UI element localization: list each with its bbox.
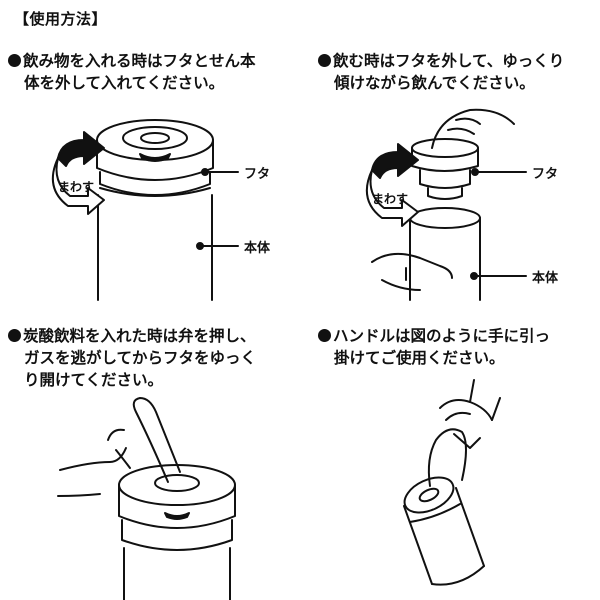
fig3-hand-illustration: [57, 397, 181, 497]
fig2-hand-bottom-illustration: [371, 252, 453, 291]
fig2-lid-label: フタ: [532, 167, 559, 182]
step-2-text: 飲む時はフタを外して、ゆっくり 傾けながら飲んでください。: [318, 50, 564, 94]
step-4-line-1: ハンドルは図のように手に引っ: [333, 327, 551, 345]
step-4-text: ハンドルは図のように手に引っ 掛けてご使用ください。: [318, 325, 550, 369]
step-2-line-1: 飲む時はフタを外して、ゆっくり: [333, 52, 565, 70]
step-1-line-2: 体を外して入れてください。: [24, 74, 225, 92]
step-4-line-2: 掛けてご使用ください。: [334, 349, 505, 367]
step-3-line-3: り開けてください。: [24, 371, 164, 389]
fig2-lid-illustration: [411, 138, 479, 200]
step-3-text: 炭酸飲料を入れた時は弁を押し、 ガスを逃がしてからフタをゆっく り開けてください…: [8, 325, 256, 391]
fig4-handle-illustration: [427, 428, 467, 487]
step-2-line-2: 傾けながら飲んでください。: [334, 74, 535, 92]
step-1-line-1: 飲み物を入れる時はフタとせん本: [23, 52, 256, 70]
fig2-bottle-illustration: [409, 207, 481, 301]
step-1-text: 飲み物を入れる時はフタとせん本 体を外して入れてください。: [8, 50, 256, 94]
fig3-bottle-illustration: [118, 464, 236, 600]
fig1-bottle-illustration: [96, 119, 214, 301]
fig1-body-label: 本体: [244, 241, 271, 256]
fig2-rotate-label: まわす: [372, 192, 409, 206]
fig2-rotate-arrow-icon: [365, 143, 419, 227]
bullet-icon: [318, 54, 331, 67]
fig2-hand-top-illustration: [431, 108, 515, 149]
bullet-icon: [8, 54, 21, 67]
bullet-icon: [318, 329, 331, 342]
step-3-line-1: 炭酸飲料を入れた時は弁を押し、: [23, 327, 256, 345]
fig1-lid-label: フタ: [244, 167, 271, 182]
bullet-icon: [8, 329, 21, 342]
page-title: 【使用方法】: [14, 10, 108, 28]
fig4-bottle-illustration: [403, 476, 485, 586]
fig1-rotate-arrow-icon: [51, 131, 105, 215]
step-3-line-2: ガスを逃がしてからフタをゆっく: [24, 349, 257, 367]
fig4-hand-illustration: [439, 379, 501, 449]
fig2-body-label: 本体: [532, 271, 559, 286]
fig1-rotate-label: まわす: [58, 180, 95, 194]
